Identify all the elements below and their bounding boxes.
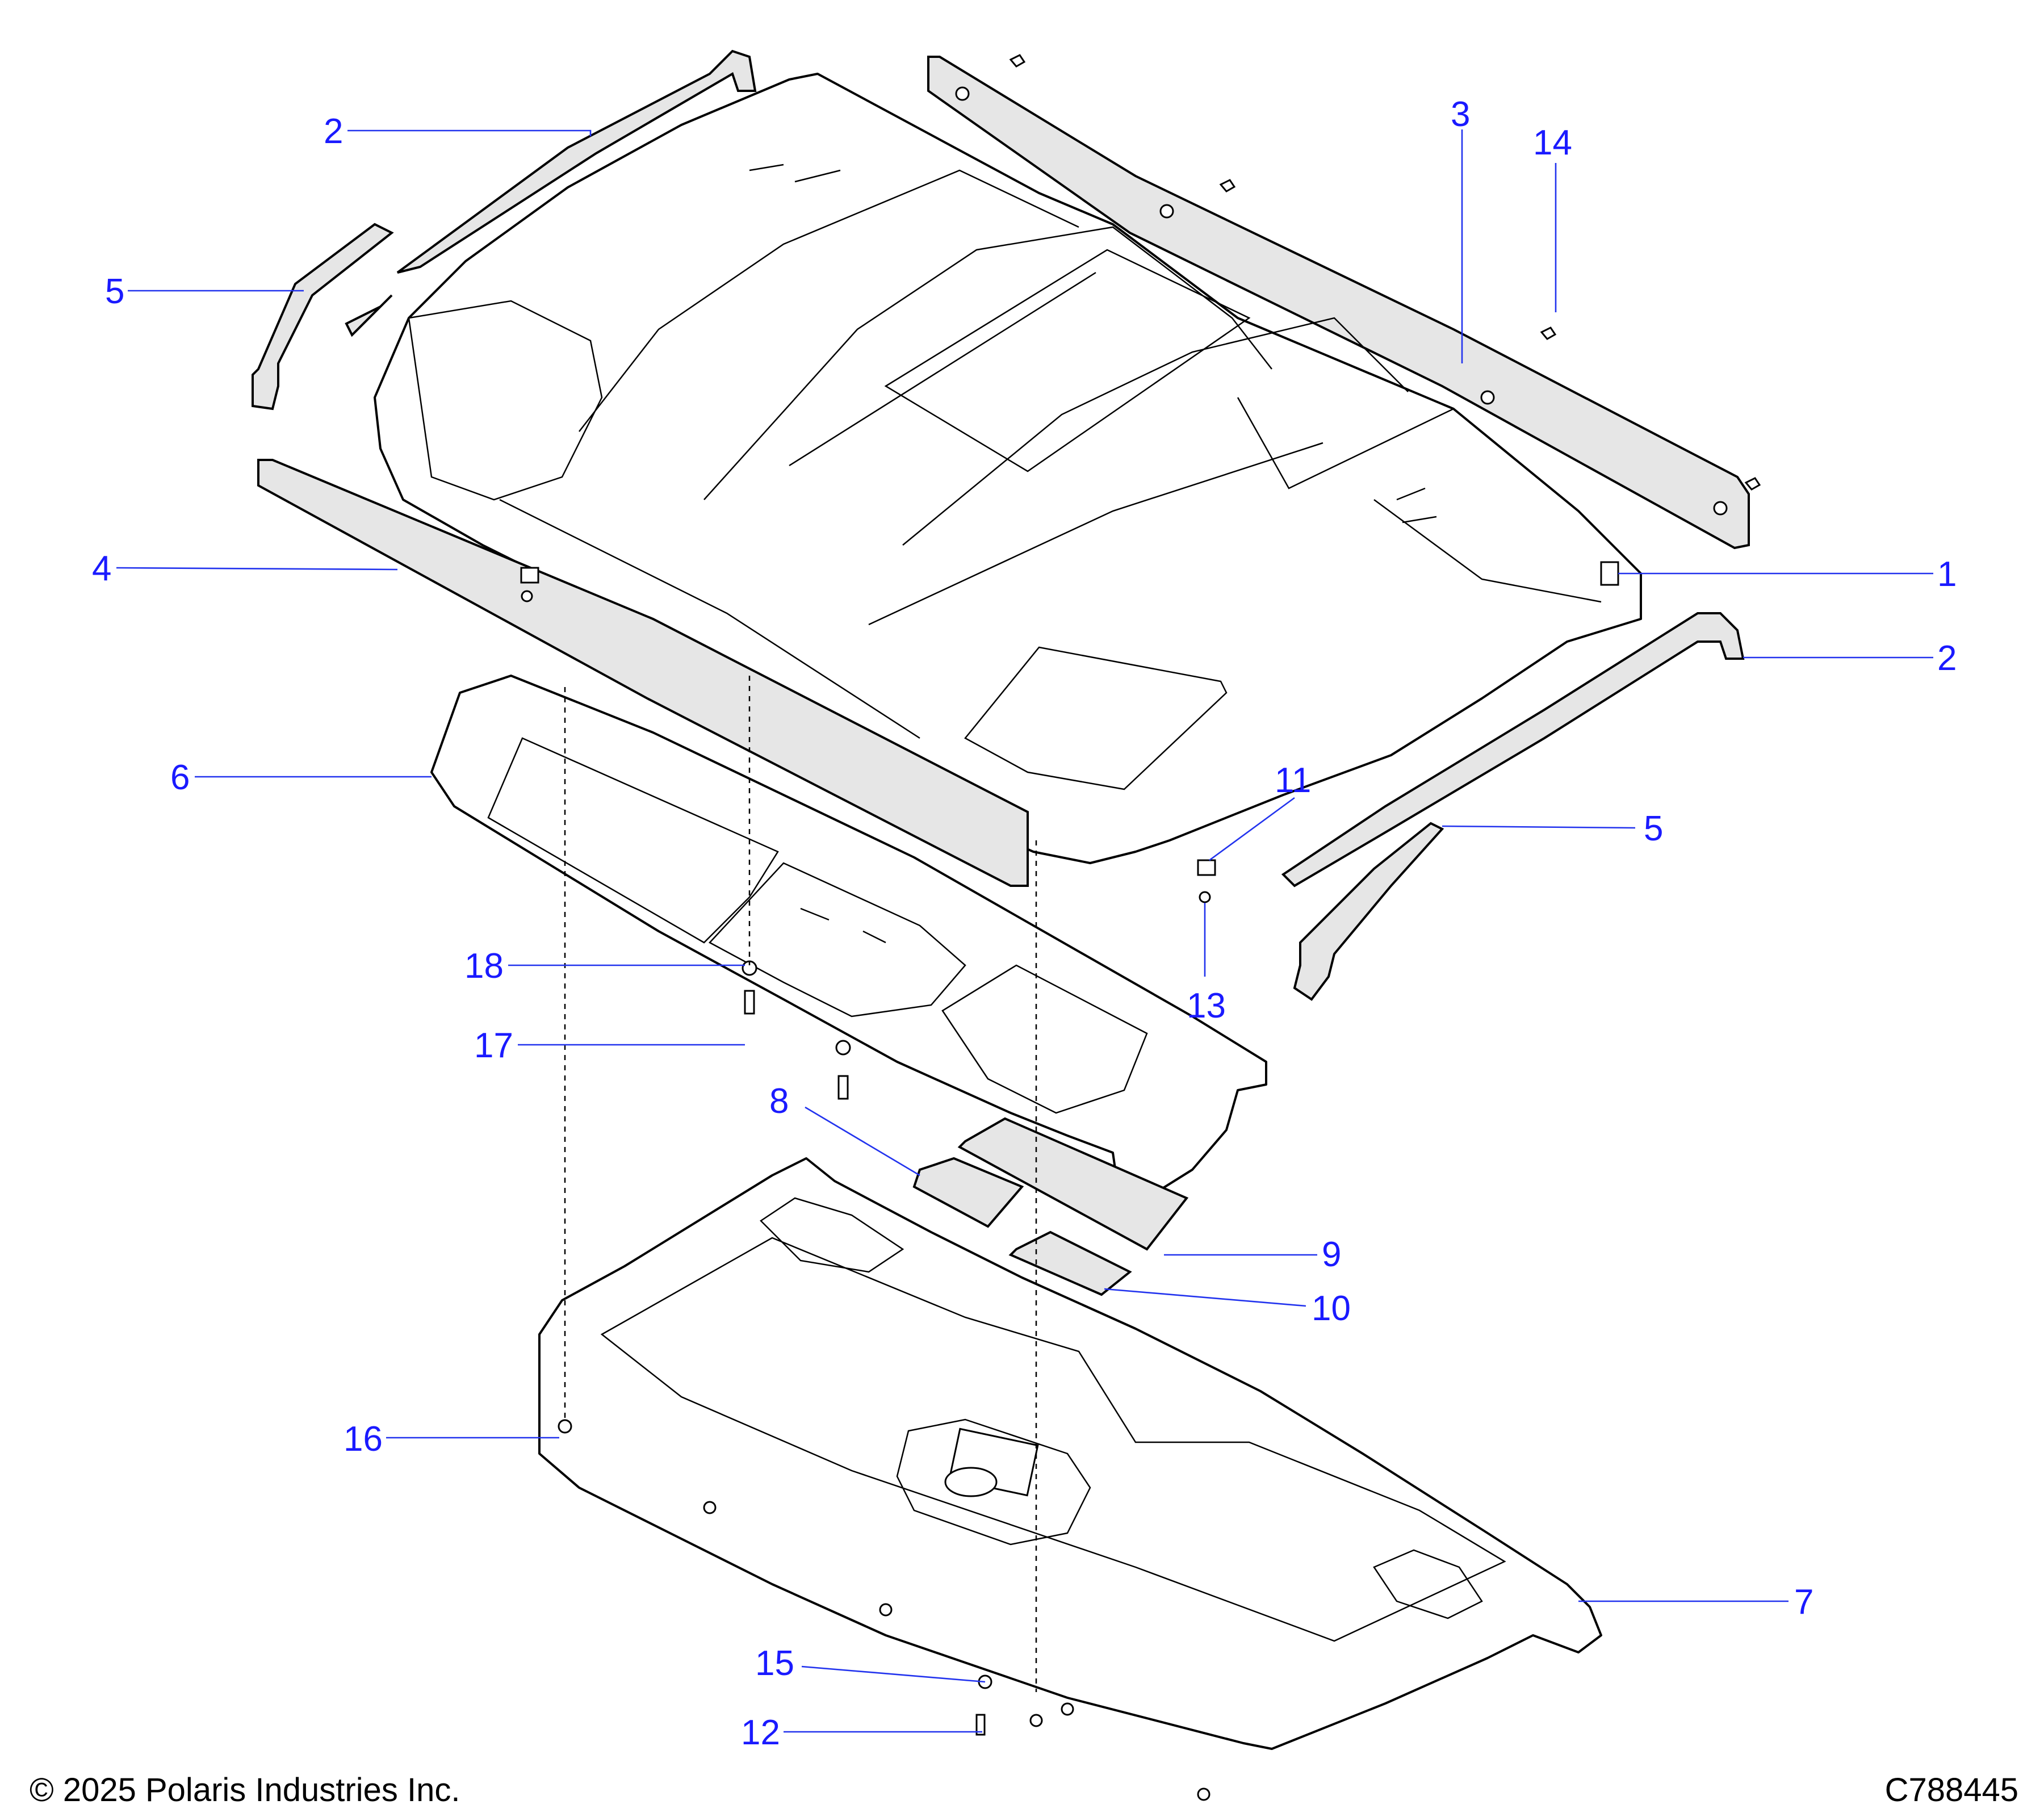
callout-6: 6 [170, 758, 190, 797]
part-5-corner-caps [252, 223, 1444, 1001]
alignment-lines [564, 676, 1037, 1692]
center-fasteners [835, 1040, 851, 1100]
callout-4: 4 [92, 549, 111, 588]
part-11-nut-clips [520, 567, 1216, 876]
callout-5-right: 5 [1644, 809, 1663, 848]
part-14-bolts [1009, 54, 1761, 491]
copyright-notice: © 2025 Polaris Industries Inc. [30, 1772, 460, 1808]
callout-2-right: 2 [1937, 639, 1957, 678]
part-1-roof [374, 73, 1642, 864]
callout-5-left: 5 [105, 272, 124, 311]
callout-numbers: 1 2 2 3 4 5 5 6 7 8 9 10 11 12 13 14 15 … [92, 95, 1957, 1752]
callout-1: 1 [1937, 555, 1957, 594]
part-16-screw [558, 1419, 572, 1434]
part-3-rear-rail [927, 56, 1750, 550]
part-7-headliner [538, 1157, 1602, 1750]
callout-11: 11 [1275, 761, 1311, 800]
callout-14: 14 [1533, 123, 1572, 162]
callout-13: 13 [1187, 986, 1226, 1025]
part-2-side-trims [345, 49, 1745, 887]
part-13-screws [521, 590, 1211, 903]
callout-17: 17 [474, 1026, 513, 1065]
callout-18: 18 [464, 947, 504, 986]
part-8-pad [912, 1157, 1024, 1228]
part-10-pad [1008, 1230, 1132, 1296]
headliner-push-pins [703, 1501, 1211, 1801]
callout-3: 3 [1451, 95, 1470, 134]
callout-12: 12 [741, 1713, 780, 1752]
part-17-screw [744, 990, 755, 1015]
callout-2-top: 2 [324, 112, 343, 151]
part-9-pad [957, 1117, 1189, 1251]
callout-8: 8 [769, 1082, 789, 1121]
callout-9: 9 [1322, 1235, 1341, 1274]
drawing-id: C788445 [1885, 1772, 2018, 1808]
part-4-front-strip [257, 459, 1029, 887]
callout-10: 10 [1312, 1289, 1351, 1328]
part-6-front-panel [430, 675, 1267, 1199]
callout-7: 7 [1794, 1582, 1813, 1622]
leader-lines [116, 129, 1933, 1733]
part-18-washer [742, 960, 757, 976]
callout-16: 16 [344, 1420, 383, 1459]
callout-15: 15 [755, 1644, 794, 1683]
part-12-screw [975, 1714, 986, 1736]
